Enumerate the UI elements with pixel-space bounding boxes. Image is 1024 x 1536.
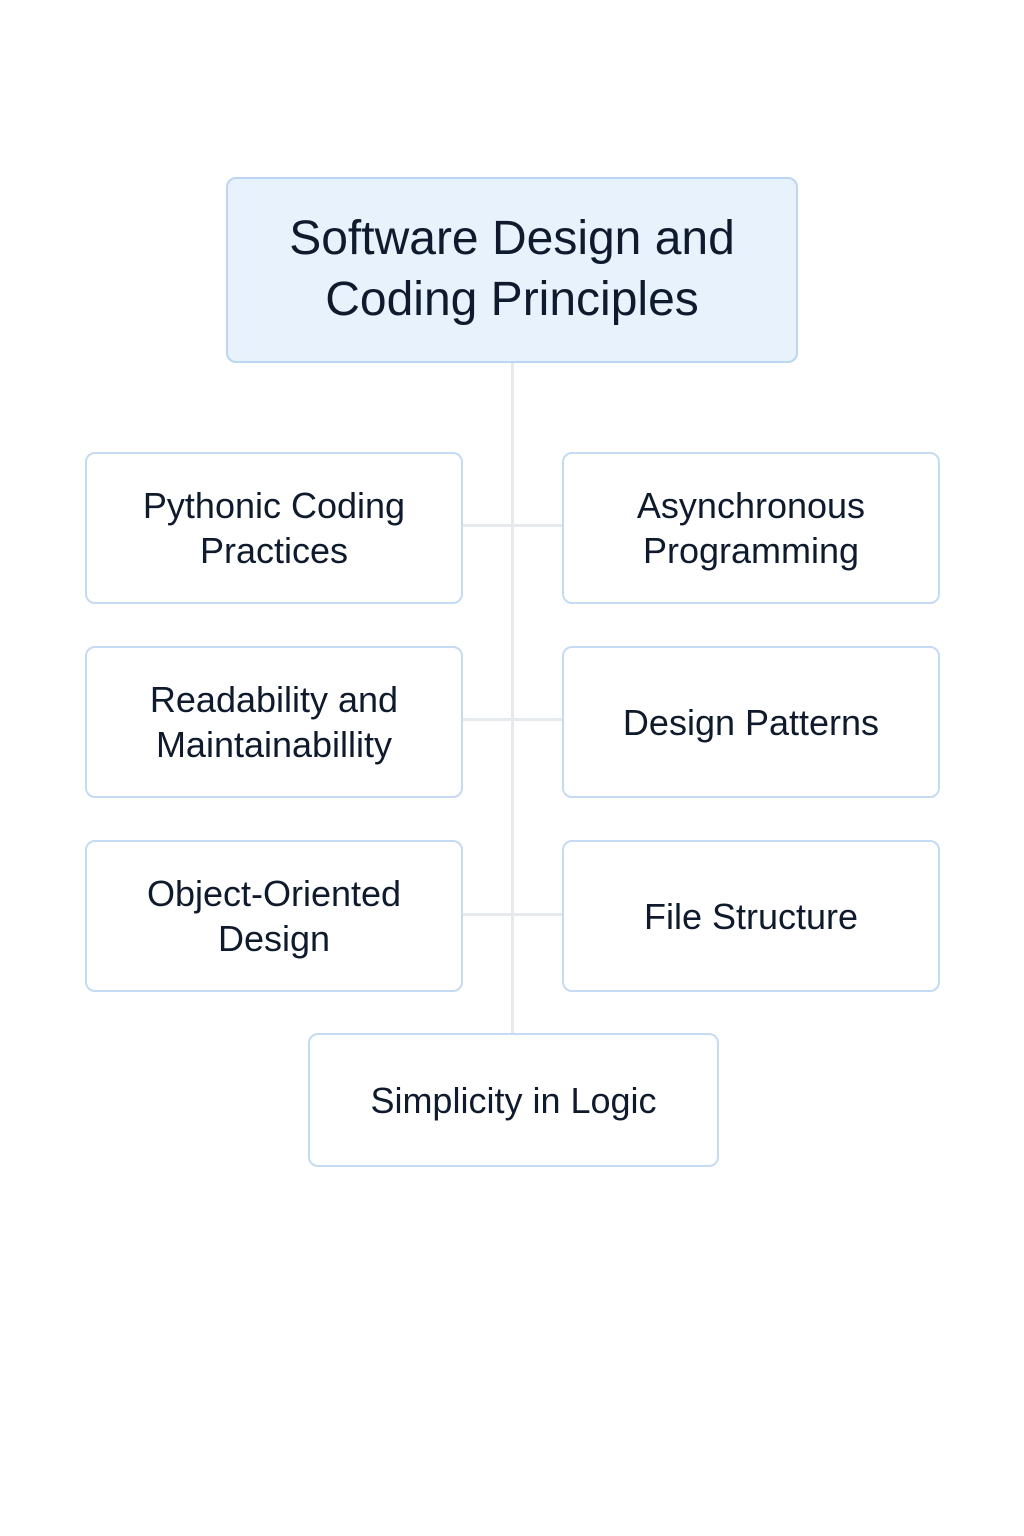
node-file-structure: File Structure [562, 840, 940, 992]
branch-connector-row-1 [463, 524, 562, 527]
node-object-oriented-design: Object-Oriented Design [85, 840, 463, 992]
node-label: Object-Oriented Design [146, 873, 402, 959]
node-label: Asynchronous Programming [636, 485, 866, 571]
node-asynchronous-programming: Asynchronous Programming [562, 452, 940, 604]
trunk-connector [511, 363, 514, 1033]
branch-connector-row-3 [463, 913, 562, 916]
node-label: Readability and Maintainabillity [149, 679, 399, 765]
node-readability-and-maintainability: Readability and Maintainabillity [85, 646, 463, 798]
root-node: Software Design and Coding Principles [226, 177, 798, 363]
node-design-patterns: Design Patterns [562, 646, 940, 798]
node-label: Pythonic Coding Practices [142, 485, 406, 571]
node-simplicity-in-logic: Simplicity in Logic [308, 1033, 719, 1167]
node-pythonic-coding-practices: Pythonic Coding Practices [85, 452, 463, 604]
root-title: Software Design and Coding Principles [289, 212, 735, 326]
node-label: Simplicity in Logic [370, 1079, 657, 1121]
node-label: File Structure [643, 895, 859, 937]
branch-connector-row-2 [463, 718, 562, 721]
node-label: Design Patterns [622, 701, 880, 743]
